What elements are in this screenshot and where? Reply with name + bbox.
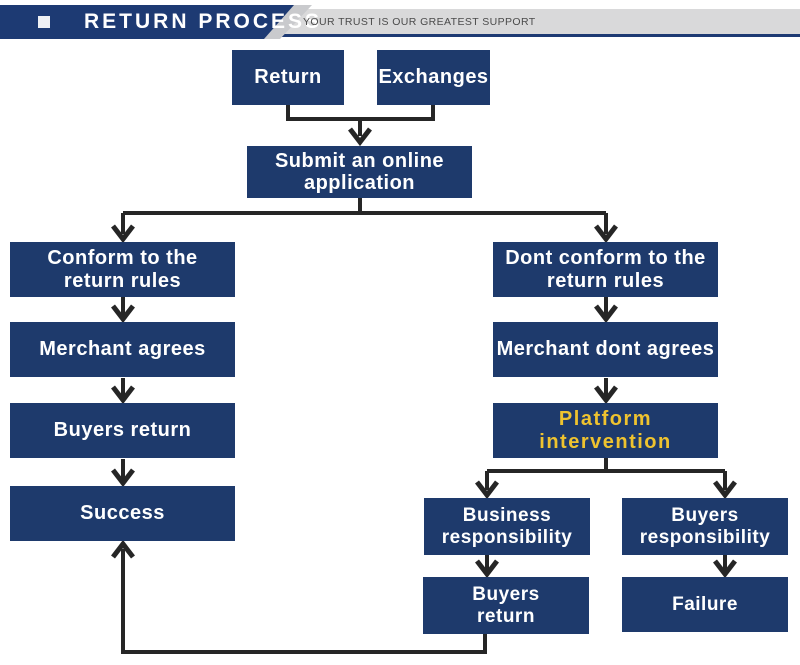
node-business-responsibility: Business responsibility bbox=[424, 498, 590, 555]
node-exchanges: Exchanges bbox=[377, 50, 490, 105]
node-return: Return bbox=[232, 50, 344, 105]
node-merchant-dont-agrees: Merchant dont agrees bbox=[493, 322, 718, 377]
node-buyers-responsibility: Buyers responsibility bbox=[622, 498, 788, 555]
square-bullet-icon bbox=[38, 16, 50, 28]
header-gray-bar bbox=[240, 9, 800, 37]
node-platform-intervention: Platform intervention bbox=[493, 403, 718, 458]
node-merchant-agrees: Merchant agrees bbox=[10, 322, 235, 377]
node-buyers-return-right: Buyers return bbox=[423, 577, 589, 634]
node-submit-application: Submit an online application bbox=[247, 146, 472, 198]
node-success: Success bbox=[10, 486, 235, 541]
node-dont-conform-rules: Dont conform to the return rules bbox=[493, 242, 718, 297]
node-buyers-return-left: Buyers return bbox=[10, 403, 235, 458]
page-title: RETURN PROCESS bbox=[84, 10, 323, 33]
node-failure: Failure bbox=[622, 577, 788, 632]
header-tagline: YOUR TRUST IS OUR GREATEST SUPPORT bbox=[303, 16, 536, 28]
node-conform-rules: Conform to the return rules bbox=[10, 242, 235, 297]
